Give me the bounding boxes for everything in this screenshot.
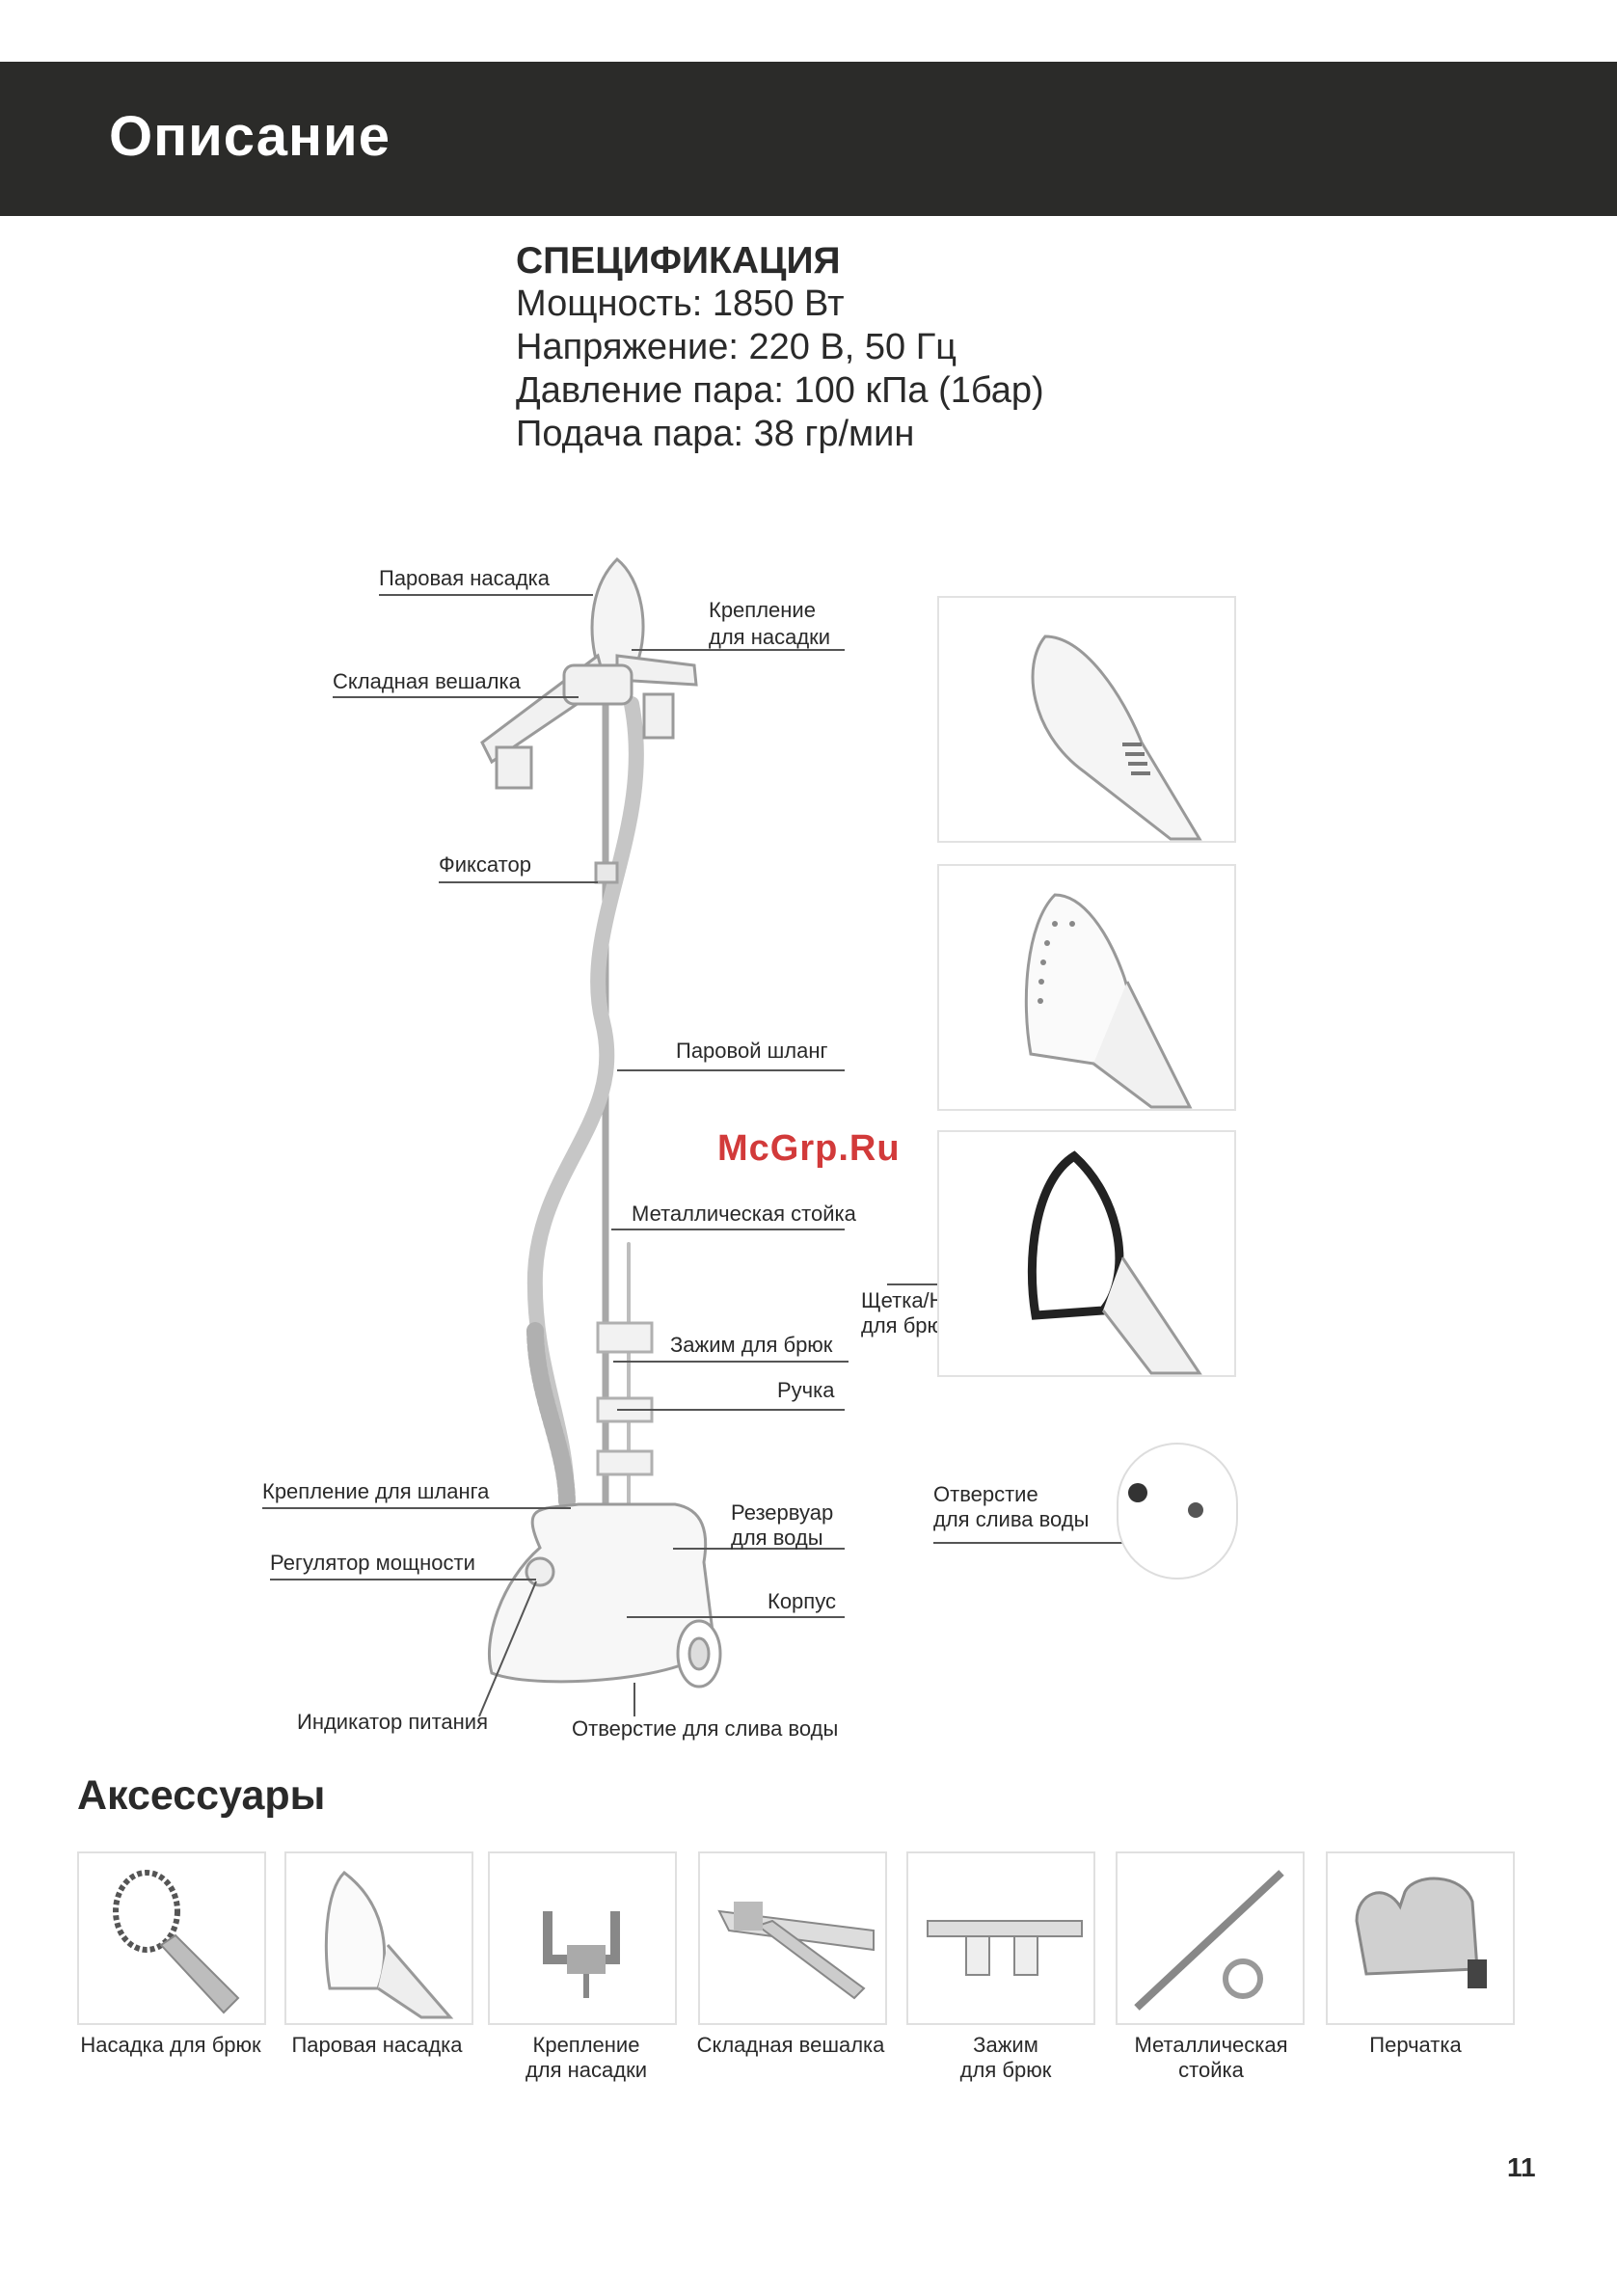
label-steam-nozzle: Паровая насадка xyxy=(379,566,551,590)
spec-voltage: Напряжение: 220 В, 50 Гц xyxy=(516,327,957,367)
spec-power: Мощность: 1850 Вт xyxy=(516,284,845,324)
accessory-label-nozzle-mount: Крепление для насадки xyxy=(525,2033,648,2082)
accessory-label-glove: Перчатка xyxy=(1369,2033,1462,2057)
accessory-label-trouser-nozzle: Насадка для брюк xyxy=(80,2033,261,2057)
label-handle: Ручка xyxy=(777,1378,835,1402)
drain-hole-icon xyxy=(1128,1483,1203,1518)
label-tank-2: для воды xyxy=(731,1526,823,1550)
accessory-label-folding-hanger: Складная вешалка xyxy=(696,2033,885,2057)
accessory-label-metal-pole: Металлическая стойка xyxy=(1134,2033,1288,2082)
label-brush-2: для брюк xyxy=(861,1313,953,1337)
steamer-diagram xyxy=(262,556,1138,1717)
label-steam-hose: Паровой шланг xyxy=(676,1039,828,1063)
detail-drain-hole xyxy=(1117,1443,1238,1580)
glove-icon xyxy=(1355,1877,1487,1988)
label-drain-detail-1: Отверстие xyxy=(933,1482,1038,1506)
label-hose-mount: Крепление для шланга xyxy=(262,1479,490,1503)
accessory-steam-nozzle xyxy=(284,1851,473,2025)
label-power-indicator: Индикатор питания xyxy=(297,1710,488,1734)
nozzle-mount-icon xyxy=(543,1911,620,1998)
label-drain-hole: Отверстие для слива воды xyxy=(572,1716,839,1741)
accessory-label-trouser-clip: Зажим для брюк xyxy=(959,2033,1052,2082)
page-title: Описание xyxy=(109,105,391,168)
detail-steam-nozzle-front xyxy=(937,864,1236,1111)
label-tank-1: Резервуар xyxy=(731,1500,834,1525)
steam-nozzle-icon xyxy=(324,1871,454,2019)
folding-hanger-icon xyxy=(717,1902,875,2000)
label-metal-pole: Металлическая стойка xyxy=(632,1202,856,1226)
page-header: Описание xyxy=(0,62,1617,216)
label-nozzle-mount-1: Крепление xyxy=(709,598,816,622)
label-power-regulator: Регулятор мощности xyxy=(270,1551,475,1575)
trouser-clip-icon xyxy=(927,1920,1083,1976)
spec-steam-output: Подача пара: 38 гр/мин xyxy=(516,414,915,454)
page-number: 11 xyxy=(1507,2152,1536,2182)
spec-title: СПЕЦИФИКАЦИЯ xyxy=(516,240,841,282)
detail-steam-nozzle-side xyxy=(937,596,1236,843)
metal-pole-icon xyxy=(1134,1870,1284,2011)
label-lock: Фиксатор xyxy=(439,852,531,877)
accessory-folding-hanger xyxy=(698,1851,887,2025)
spec-steam-pressure: Давление пара: 100 кПа (1бар) xyxy=(516,370,1044,411)
accessory-trouser-clip xyxy=(906,1851,1095,2025)
detail-brush-attachment xyxy=(937,1130,1236,1377)
accessory-label-steam-nozzle: Паровая насадка xyxy=(291,2033,463,2057)
label-nozzle-mount-2: для насадки xyxy=(709,625,831,649)
accessory-trouser-nozzle xyxy=(77,1851,266,2025)
specification-block: СПЕЦИФИКАЦИЯ Мощность: 1850 Вт Напряжени… xyxy=(516,239,1044,456)
label-trouser-clip: Зажим для брюк xyxy=(670,1333,833,1357)
label-body: Корпус xyxy=(768,1589,836,1613)
brush-attachment-icon xyxy=(1027,1150,1202,1375)
trouser-nozzle-icon xyxy=(113,1870,240,2014)
label-folding-hanger: Складная вешалка xyxy=(333,669,521,693)
accessories-title: Аксессуары xyxy=(77,1772,326,1819)
accessory-glove xyxy=(1326,1851,1515,2025)
label-drain-detail-2: для слива воды xyxy=(933,1507,1090,1531)
nozzle-front-icon xyxy=(1024,893,1193,1109)
accessory-metal-pole xyxy=(1116,1851,1305,2025)
accessory-nozzle-mount xyxy=(488,1851,677,2025)
watermark-text: McGrp.Ru xyxy=(717,1128,901,1169)
nozzle-side-icon xyxy=(1031,635,1202,841)
